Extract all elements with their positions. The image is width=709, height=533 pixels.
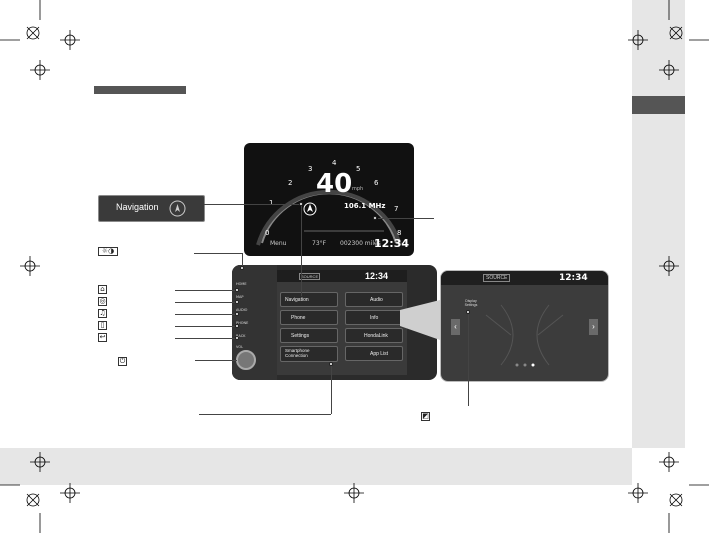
back-button[interactable]: BACK: [236, 334, 246, 338]
callout-dot: [235, 312, 239, 316]
navigation-compass-icon: [303, 202, 317, 216]
page-left-arrow[interactable]: ‹: [451, 319, 460, 335]
leader-home: [175, 290, 237, 291]
display-settings-shortcut[interactable]: Display Settings: [464, 299, 478, 307]
callout-dot: [240, 266, 244, 270]
volume-label: VOL: [236, 345, 244, 349]
audio-icon: ♫: [98, 309, 107, 318]
outside-temperature: 73°F: [312, 240, 327, 247]
leader-map: [175, 302, 237, 303]
leader-display-settings: [468, 312, 469, 406]
callout-dot: [235, 300, 239, 304]
zoom-connector: [400, 300, 440, 340]
speedometer-gauge: [256, 189, 402, 246]
navigation-icon: [169, 200, 186, 217]
tick-8: 8: [397, 229, 402, 237]
tick-0: 0: [265, 229, 270, 237]
leader-brightness: [194, 253, 242, 254]
speed-unit: mph: [352, 186, 364, 192]
phone-icon: ▯: [98, 321, 107, 330]
page-right-arrow[interactable]: ›: [589, 319, 598, 335]
home-screen: SOURCE 12:34 Navigation Audio Phone Info…: [277, 270, 407, 375]
zoom-source-button[interactable]: SOURCE: [483, 274, 511, 282]
phone-button[interactable]: PHONE: [236, 321, 249, 325]
screen-status-bar: SOURCE 12:34: [277, 270, 407, 282]
tick-1: 1: [269, 199, 274, 207]
map-icon: ◎: [98, 297, 107, 306]
navigation-callout: Navigation: [98, 195, 205, 222]
zoom-backdrop: [485, 304, 564, 367]
meter-menu: Menu: [270, 240, 287, 247]
brightness-icon: ☼◑: [98, 247, 118, 256]
power-icon: ⏻: [118, 357, 127, 366]
chapter-tab: [632, 96, 685, 114]
leader-brightness-down: [242, 253, 243, 267]
callout-dot: [373, 216, 377, 220]
zoom-clock: 12:34: [559, 273, 588, 283]
zoomed-home-screen: SOURCE 12:34 Display Settings ‹ ›: [440, 270, 609, 382]
leader-knob: [195, 360, 237, 361]
settings-tile[interactable]: Settings: [280, 328, 338, 343]
leader-bottom-up: [331, 365, 332, 414]
leader-audio: [175, 314, 237, 315]
leader-meter: [378, 218, 434, 219]
meter-clock: 12:34: [374, 237, 410, 250]
back-icon: ↩: [98, 333, 107, 342]
phone-tile[interactable]: Phone: [280, 310, 338, 325]
instrument-cluster: 0 1 2 3 4 5 6 7 8 40 mph 106.1 MHz Menu …: [244, 143, 414, 256]
zoom-status-bar: SOURCE 12:34: [441, 271, 608, 285]
app-list-tile[interactable]: App List: [345, 346, 403, 361]
volume-power-knob[interactable]: [236, 350, 256, 370]
screen-clock: 12:34: [365, 271, 389, 281]
side-band: [632, 0, 685, 448]
leader-back: [175, 338, 237, 339]
tick-5: 5: [356, 165, 361, 173]
leader-phone: [175, 326, 237, 327]
home-icon: ⌂: [98, 285, 107, 294]
leader-navigation-down: [301, 204, 302, 296]
callout-dot: [235, 324, 239, 328]
callout-dot: [299, 202, 303, 206]
speed-readout: 40: [316, 169, 353, 199]
navigation-callout-label: Navigation: [116, 202, 159, 212]
section-header-bar: [94, 86, 186, 94]
smartphone-connection-tile[interactable]: Smartphone Connection: [280, 346, 338, 362]
bottom-band: [0, 448, 632, 485]
tick-3: 3: [308, 165, 313, 173]
callout-dot: [466, 310, 470, 314]
tick-2: 2: [288, 179, 293, 187]
callout-dot: [329, 362, 333, 366]
navigation-tile[interactable]: Navigation: [280, 292, 338, 307]
callout-dot: [235, 288, 239, 292]
odometer: 002300 miles: [340, 240, 381, 247]
leader-bottom: [199, 414, 331, 415]
audio-button[interactable]: AUDIO: [236, 308, 248, 312]
tick-4: 4: [332, 159, 337, 167]
source-button[interactable]: SOURCE: [299, 273, 321, 280]
home-button[interactable]: HOME: [236, 282, 247, 286]
leader-navigation: [204, 204, 301, 205]
tick-7: 7: [394, 205, 399, 213]
info-tile[interactable]: Info: [345, 310, 403, 325]
callout-dot: [235, 336, 239, 340]
display-settings-icon: ◩: [421, 412, 430, 421]
radio-frequency: 106.1 MHz: [344, 202, 386, 210]
hondalink-tile[interactable]: HondaLink: [345, 328, 403, 343]
map-button[interactable]: MAP: [236, 295, 244, 299]
tick-6: 6: [374, 179, 379, 187]
audio-tile[interactable]: Audio: [345, 292, 403, 307]
